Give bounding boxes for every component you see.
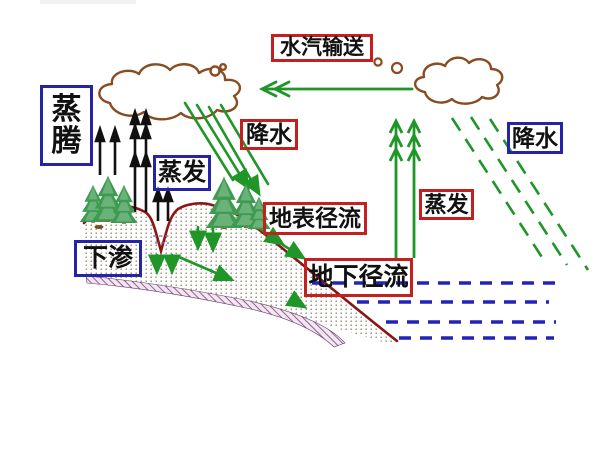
cropped-title-artifact xyxy=(40,0,136,4)
label-precipitation-center: 降水 xyxy=(240,119,298,150)
label-precipitation-right: 降水 xyxy=(507,122,563,154)
sea-evaporation-arrows xyxy=(388,117,422,258)
ground-shrub xyxy=(94,225,104,229)
label-infiltration: 下渗 xyxy=(74,240,142,277)
label-vapor-transport: 水汽输送 xyxy=(271,34,373,62)
label-underground-runoff: 地下径流 xyxy=(304,258,413,297)
label-surface-runoff: 地表径流 xyxy=(263,202,367,235)
infiltration-arrows xyxy=(147,225,308,309)
sea-water-dashed-lines xyxy=(312,281,562,340)
label-evaporation-right: 蒸发 xyxy=(419,189,474,220)
label-transpiration: 蒸腾 xyxy=(40,85,93,166)
cloud-right xyxy=(413,56,504,105)
river-water-level-dashes xyxy=(153,235,170,244)
rain-streaks-center xyxy=(183,101,270,197)
transpiration-arrows xyxy=(94,107,174,221)
vapor-condensation-circles xyxy=(373,57,404,75)
aquiclude-hatch-band xyxy=(85,275,346,348)
label-evaporation-center: 蒸发 xyxy=(153,155,211,191)
vapor-transport-arrow xyxy=(258,80,414,98)
rain-dashes-right xyxy=(450,116,590,271)
cloud-left xyxy=(98,62,242,121)
